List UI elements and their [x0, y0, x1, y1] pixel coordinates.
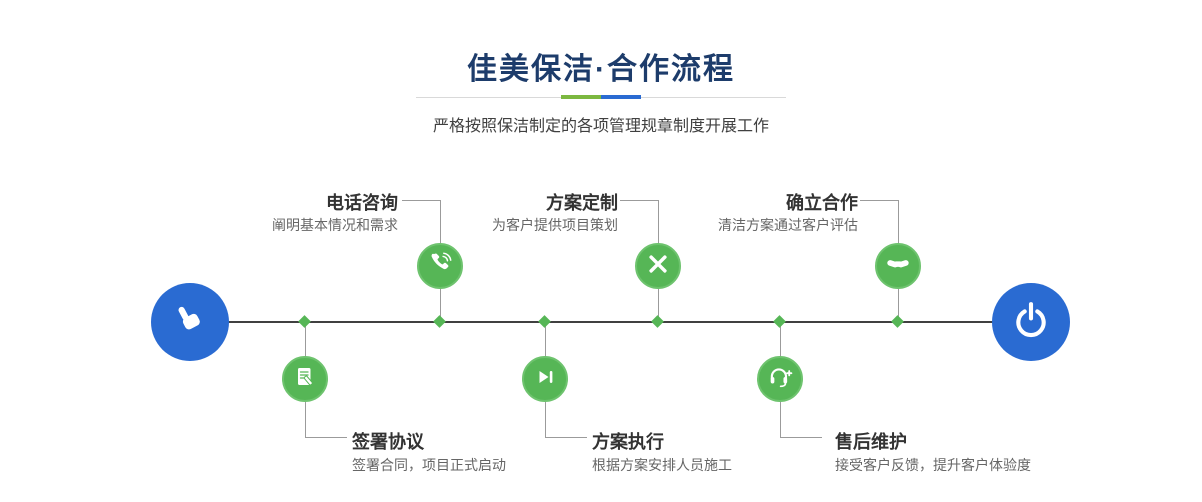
timeline-marker: [773, 315, 786, 328]
connector-line: [620, 200, 658, 201]
step-sign-agreement-title: 签署协议: [352, 432, 424, 452]
handshake-icon: [885, 251, 911, 282]
headset-icon: [767, 364, 793, 395]
step-establish-cooperation-node: [875, 243, 921, 289]
step-aftersales-maintenance-desc: 接受客户反馈，提升客户体验度: [835, 457, 1031, 473]
page-title: 佳美保洁·合作流程: [467, 53, 735, 86]
step-plan-customization-node: [635, 243, 681, 289]
timeline-start-node: [151, 283, 229, 361]
divider-blue-segment: [601, 95, 641, 99]
pointing-hand-icon: [170, 300, 210, 345]
step-establish-cooperation-title: 确立合作: [786, 193, 858, 213]
page-subtitle: 严格按照保洁制定的各项管理规章制度开展工作: [432, 118, 769, 135]
timeline-end-node: [992, 283, 1070, 361]
step-plan-customization-desc: 为客户提供项目策划: [492, 217, 618, 233]
phone-icon: [428, 251, 453, 281]
step-phone-consultation-node: [417, 243, 463, 289]
step-phone-consultation-desc: 阐明基本情况和需求: [272, 217, 398, 233]
play-icon: [533, 365, 557, 394]
timeline-line: [190, 321, 1032, 323]
connector-line: [402, 200, 440, 201]
pencil-ruler-icon: [645, 251, 671, 282]
timeline-marker: [433, 315, 446, 328]
contract-icon: [293, 365, 317, 394]
step-plan-execution-title: 方案执行: [592, 432, 664, 452]
step-aftersales-maintenance-node: [757, 356, 803, 402]
connector-line: [860, 200, 898, 201]
step-plan-execution-node: [522, 356, 568, 402]
step-sign-agreement-node: [282, 356, 328, 402]
power-icon: [1012, 301, 1050, 344]
step-phone-consultation-title: 电话咨询: [326, 193, 398, 213]
step-sign-agreement-desc: 签署合同，项目正式启动: [352, 457, 506, 473]
step-establish-cooperation-desc: 清洁方案通过客户评估: [718, 217, 858, 233]
connector-line: [545, 437, 587, 438]
timeline-marker: [891, 315, 904, 328]
divider-green-segment: [561, 95, 601, 99]
timeline-marker: [538, 315, 551, 328]
step-aftersales-maintenance-title: 售后维护: [835, 432, 907, 452]
timeline-marker: [298, 315, 311, 328]
connector-line: [305, 437, 347, 438]
step-plan-customization-title: 方案定制: [546, 193, 618, 213]
timeline-marker: [651, 315, 664, 328]
step-plan-execution-desc: 根据方案安排人员施工: [592, 457, 732, 473]
connector-line: [780, 437, 822, 438]
title-divider-accent: [561, 95, 641, 99]
